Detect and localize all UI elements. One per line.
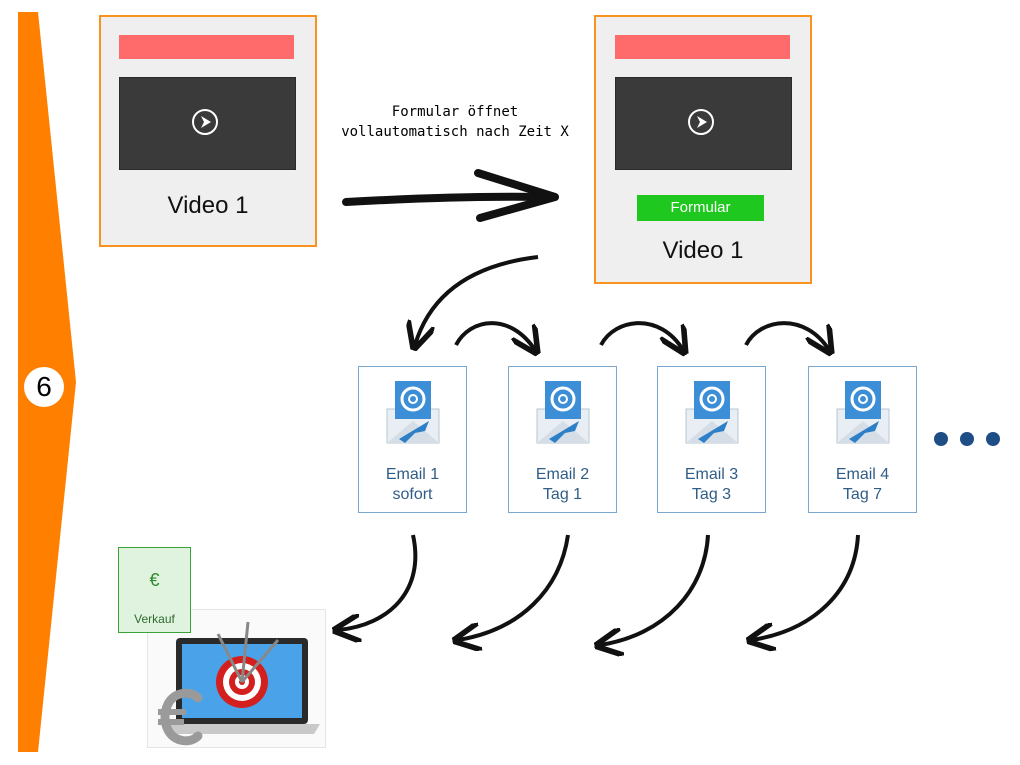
- more-emails-ellipsis: [934, 432, 1004, 448]
- video-player[interactable]: [615, 77, 792, 170]
- sale-label: Verkauf: [134, 612, 175, 626]
- video-title-bar: [119, 35, 294, 59]
- arrow-email3-to-sale: [600, 534, 710, 645]
- euro-icon: [158, 688, 203, 746]
- play-icon[interactable]: [192, 109, 218, 135]
- video-card-right: Formular Video 1: [594, 15, 812, 284]
- sale-card: € Verkauf: [118, 547, 191, 633]
- email-title: Email 2: [535, 466, 590, 483]
- email-timing: Tag 1: [542, 486, 583, 503]
- sale-illustration: [147, 609, 326, 748]
- ellipsis-dot: [986, 432, 1000, 446]
- ellipsis-dot: [960, 432, 974, 446]
- email-icon: [836, 381, 890, 444]
- video-player[interactable]: [119, 77, 296, 170]
- video-label: Video 1: [662, 237, 744, 264]
- arrow-to-email-1: [415, 255, 539, 345]
- email-title: Email 4: [835, 466, 890, 483]
- email-icon: [685, 381, 739, 444]
- video-label: Video 1: [167, 192, 249, 219]
- main-arrow: [342, 169, 559, 222]
- target-laptop-icon: [164, 621, 320, 734]
- email-title: Email 3: [684, 466, 739, 483]
- email-title: Email 1: [385, 466, 440, 483]
- arrow-email4-to-sale: [752, 534, 860, 640]
- email-timing: sofort: [392, 486, 433, 503]
- email-card-1[interactable]: Email 1 sofort: [358, 366, 467, 513]
- arrow-email2-to-sale: [458, 534, 570, 640]
- email-timing: Tag 7: [842, 486, 883, 503]
- annotation-line-1: Formular öffnet: [391, 104, 519, 120]
- arc-email2-to-email3: [599, 321, 683, 350]
- play-icon[interactable]: [688, 109, 714, 135]
- sale-currency: €: [149, 570, 160, 590]
- email-timing: Tag 3: [691, 486, 732, 503]
- video-title-bar: [615, 35, 790, 59]
- arc-email1-to-email2: [454, 321, 535, 350]
- email-icon: [386, 381, 440, 444]
- arrow-email1-to-sale: [338, 534, 418, 630]
- arc-email3-to-email4: [744, 321, 829, 350]
- email-icon: [536, 381, 590, 444]
- step-number: 6: [24, 367, 64, 407]
- video-card-left: Video 1: [99, 15, 317, 247]
- email-card-4[interactable]: Email 4 Tag 7: [808, 366, 917, 513]
- annotation-line-2: vollautomatisch nach Zeit X: [341, 124, 569, 140]
- email-card-2[interactable]: Email 2 Tag 1: [508, 366, 617, 513]
- ellipsis-dot: [934, 432, 948, 446]
- email-card-3[interactable]: Email 3 Tag 3: [657, 366, 766, 513]
- form-button[interactable]: Formular: [637, 195, 764, 221]
- annotation-text: Formular öffnet vollautomatisch nach Zei…: [330, 102, 580, 142]
